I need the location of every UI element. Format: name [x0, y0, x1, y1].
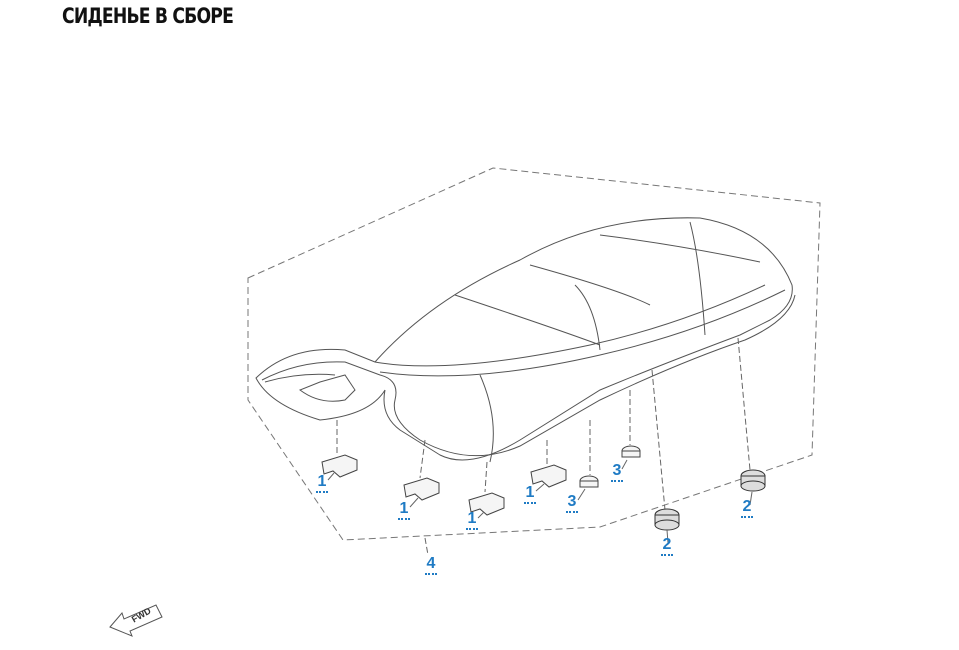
callout-part-3[interactable]: 3: [564, 494, 580, 513]
page-title: СИДЕНЬЕ В СБОРЕ: [62, 4, 234, 28]
callout-part-2[interactable]: 2: [659, 537, 675, 556]
callout-part-2[interactable]: 2: [739, 499, 755, 518]
part-3-small-bushings: [579, 445, 641, 488]
callout-part-4[interactable]: 4: [423, 556, 439, 575]
callout-part-1[interactable]: 1: [396, 501, 412, 520]
callout-part-1[interactable]: 1: [522, 485, 538, 504]
callout-part-1[interactable]: 1: [314, 474, 330, 493]
callout-part-3[interactable]: 3: [609, 463, 625, 482]
assembly-boundary: [247, 167, 821, 541]
leader-lines: [336, 337, 751, 556]
seat-body: [255, 217, 796, 463]
forward-arrow-icon: [109, 604, 163, 637]
callout-part-1[interactable]: 1: [464, 511, 480, 530]
